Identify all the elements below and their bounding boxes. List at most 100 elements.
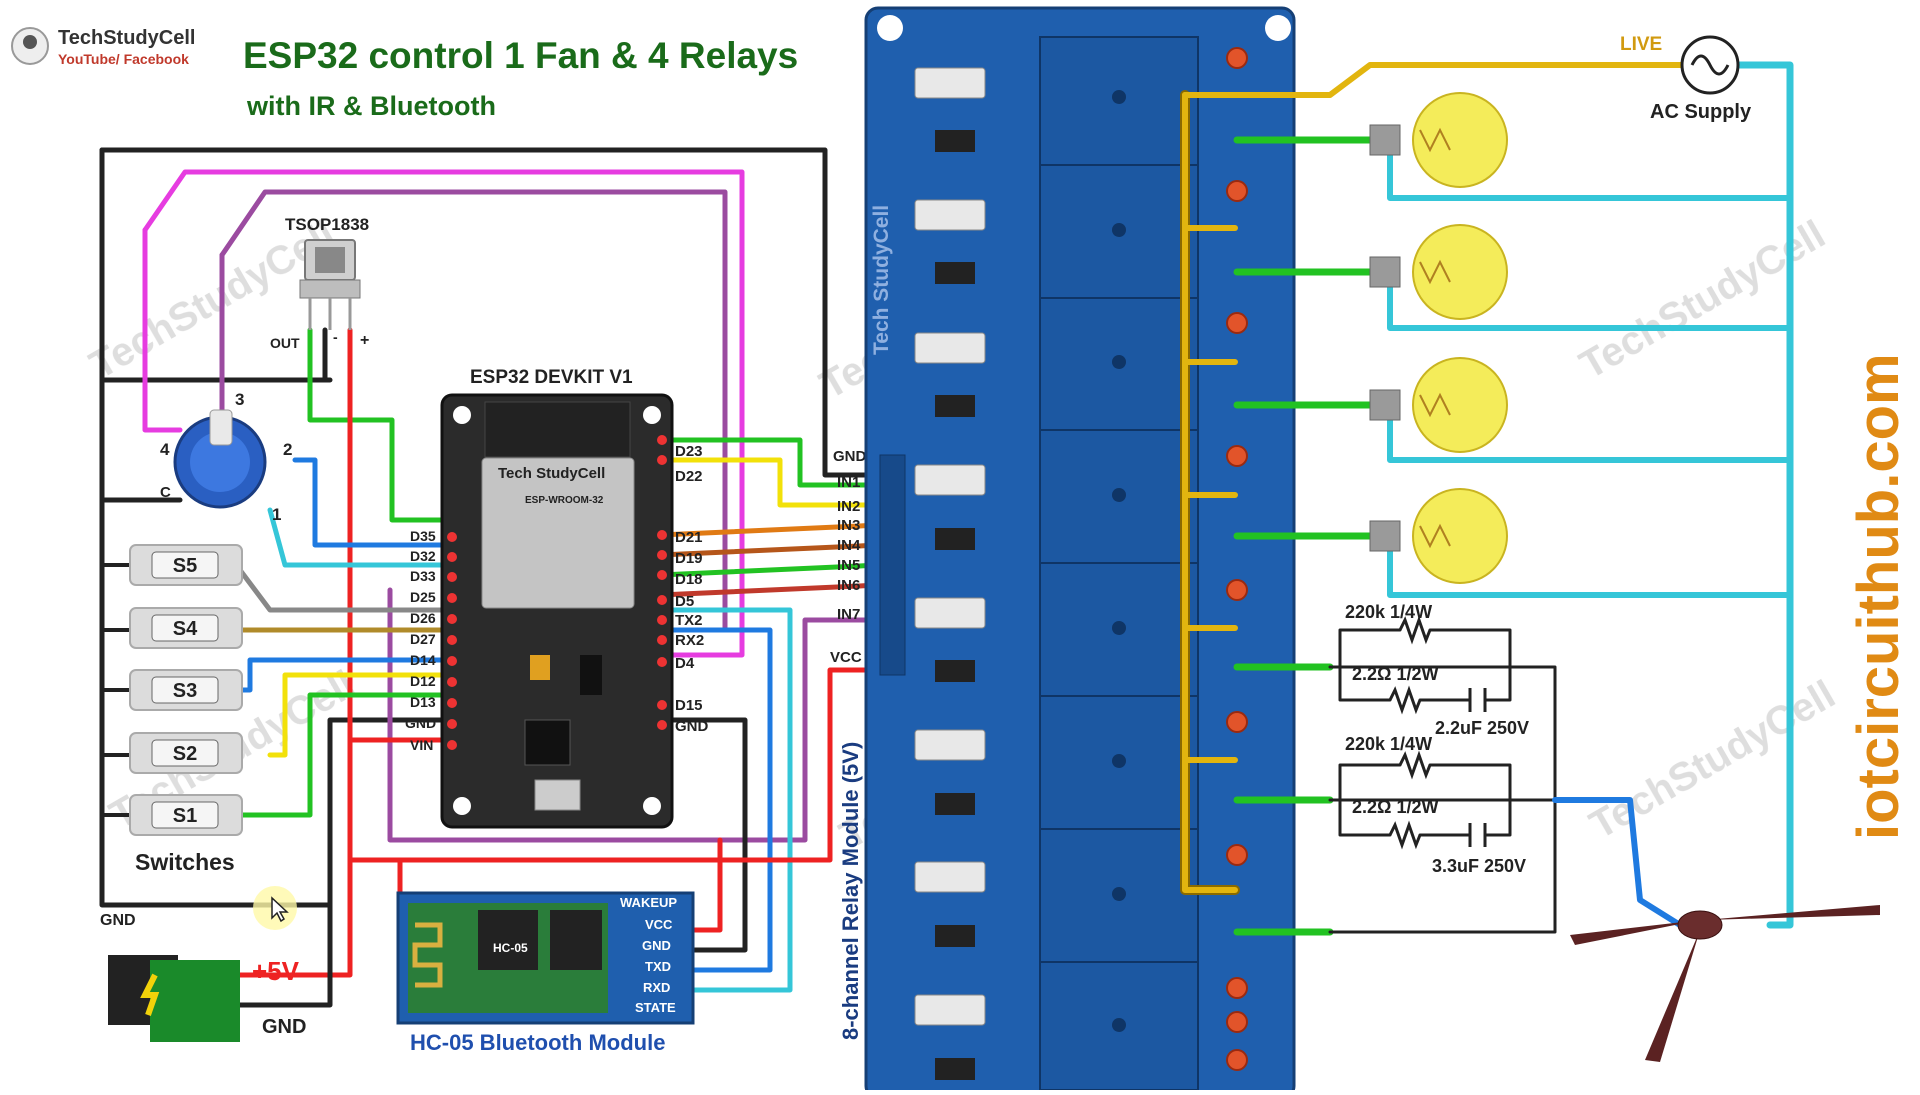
hc05-pin-gnd: GND <box>642 938 671 953</box>
c2-label: 3.3uF 250V <box>1432 856 1526 876</box>
esp-pin-d18: D18 <box>675 571 703 588</box>
hc05-module: HC-05 WAKEUP VCC GND TXD RXD STATE HC-05… <box>396 891 695 1055</box>
relay-brand: Tech StudyCell <box>870 205 893 355</box>
r4-label: 2.2Ω 1/2W <box>1352 797 1438 817</box>
esp-pin-d25: D25 <box>410 589 436 605</box>
esp32-board: ESP32 DEVKIT V1 Tech StudyCell ESP-WROOM… <box>405 367 709 829</box>
r1-label: 220k 1/4W <box>1345 602 1432 622</box>
switch-s1[interactable]: S1 <box>129 794 243 836</box>
resistor-icon <box>1388 820 1422 850</box>
ir-pin-out: OUT <box>270 335 300 351</box>
switch-s4[interactable]: S4 <box>129 607 243 649</box>
esp-pin-vin: VIN <box>410 737 433 753</box>
esp-pin-d32: D32 <box>410 548 436 564</box>
relay-module: Tech StudyCell 8-channel Relay Module (5… <box>838 6 1296 1095</box>
esp32-chip-model: ESP-WROOM-32 <box>525 495 604 506</box>
esp-pin-d4: D4 <box>675 655 695 672</box>
switch-label: S4 <box>173 618 198 640</box>
brand-logo: TechStudyCell YouTube/ Facebook <box>11 27 195 67</box>
esp-pin-d13: D13 <box>410 694 436 710</box>
live-label: LIVE <box>1620 34 1662 55</box>
resistor-icon <box>1398 615 1432 645</box>
relay-input-labels: GND IN1 IN2 IN3 IN4 IN5 IN6 IN7 VCC <box>830 448 867 666</box>
switch-group: S5 S4 S3 S2 S1 Switches <box>129 544 243 875</box>
diagram-subtitle: with IR & Bluetooth <box>246 91 496 121</box>
gnd-label-left: GND <box>100 912 136 929</box>
regulator-labels: 220k 1/4W 2.2Ω 1/2W 2.2uF 250V 220k 1/4W… <box>1345 602 1529 876</box>
fan-icon <box>1570 920 1700 945</box>
diagram-title: ESP32 control 1 Fan & 4 Relays <box>243 35 798 76</box>
esp-pin-d21: D21 <box>675 529 703 546</box>
bulb-icon <box>1412 224 1508 320</box>
relay-pin-in1: IN1 <box>837 474 860 491</box>
bulb-icon <box>1412 357 1508 453</box>
ir-pin-plus: + <box>360 332 369 349</box>
esp32-label: ESP32 DEVKIT V1 <box>470 367 633 388</box>
relay-pin-in7: IN7 <box>837 606 860 623</box>
regulator-components <box>1388 615 1487 850</box>
ac-wires <box>1180 61 1794 936</box>
relay-module-label: 8-channel Relay Module (5V) <box>838 742 863 1040</box>
switch-s2[interactable]: S2 <box>129 732 243 774</box>
brand-sub: YouTube/ Facebook <box>58 51 189 67</box>
relay-pin-vcc: VCC <box>830 649 862 666</box>
switches-title: Switches <box>135 849 235 875</box>
pot-pin-c: C <box>160 484 171 501</box>
hc05-pin-vcc: VCC <box>645 917 673 932</box>
resistor-icon <box>1388 685 1422 715</box>
r2-label: 2.2Ω 1/2W <box>1352 664 1438 684</box>
relay-pin-in5: IN5 <box>837 557 860 574</box>
esp-pin-d15: D15 <box>675 697 703 714</box>
pot-pin-4: 4 <box>160 440 170 459</box>
switch-label: S3 <box>173 680 197 702</box>
pot-pin-1: 1 <box>272 505 281 524</box>
bulb-icon <box>1412 488 1508 584</box>
ir-sensor-label: TSOP1838 <box>285 215 369 234</box>
switch-s5[interactable]: S5 <box>129 544 243 586</box>
switch-label: S2 <box>173 743 197 765</box>
watermark: TechStudyCell <box>1583 672 1843 848</box>
resistor-icon <box>1398 750 1432 780</box>
watermark: TechStudyCell <box>1573 212 1833 388</box>
esp-pin-d22: D22 <box>675 468 703 485</box>
esp-pin-d23: D23 <box>675 443 703 460</box>
ir-sensor: TSOP1838 OUT - + <box>270 215 369 351</box>
c1-label: 2.2uF 250V <box>1435 718 1529 738</box>
bulb-2 <box>1369 224 1508 320</box>
switch-label: S1 <box>173 805 197 827</box>
bulb-1 <box>1369 92 1508 188</box>
relay-pin-in2: IN2 <box>837 498 860 515</box>
mouse-cursor <box>253 886 297 930</box>
bulb-icon <box>1412 92 1508 188</box>
esp-pin-d33: D33 <box>410 568 436 584</box>
hc05-pin-txd: TXD <box>645 959 671 974</box>
bluetooth-antenna-icon <box>412 922 443 988</box>
hc05-label: HC-05 Bluetooth Module <box>410 1030 665 1055</box>
pot-pin-3: 3 <box>235 390 244 409</box>
esp-pin-d5: D5 <box>675 593 694 610</box>
switch-s3[interactable]: S3 <box>129 669 243 711</box>
esp-pin-gnd-left: GND <box>405 715 436 731</box>
esp-pin-d14: D14 <box>410 652 436 668</box>
ac-supply: LIVE AC Supply <box>1620 34 1752 123</box>
ac-supply-label: AC Supply <box>1650 101 1752 123</box>
ceiling-fan <box>1570 905 1880 1062</box>
watermark: TechStudyCell <box>83 212 343 388</box>
bulb-4 <box>1369 488 1508 584</box>
relay-pin-gnd: GND <box>833 448 867 465</box>
esp-pin-d19: D19 <box>675 550 703 567</box>
hc05-pin-state: STATE <box>635 1000 676 1015</box>
usb-port-icon <box>534 779 581 811</box>
hc05-chip-label: HC-05 <box>493 941 528 955</box>
wires <box>99 147 883 1008</box>
r3-label: 220k 1/4W <box>1345 734 1432 754</box>
esp-pin-d35: D35 <box>410 528 436 544</box>
esp-pin-tx2: TX2 <box>675 612 703 629</box>
side-url: iotcircuithub.com <box>1846 353 1911 840</box>
hc05-pin-rxd: RXD <box>643 980 670 995</box>
esp-pin-d27: D27 <box>410 631 436 647</box>
brand-name: TechStudyCell <box>58 27 195 49</box>
hc05-pin-wakeup: WAKEUP <box>620 895 677 910</box>
bulb-3 <box>1369 357 1508 453</box>
